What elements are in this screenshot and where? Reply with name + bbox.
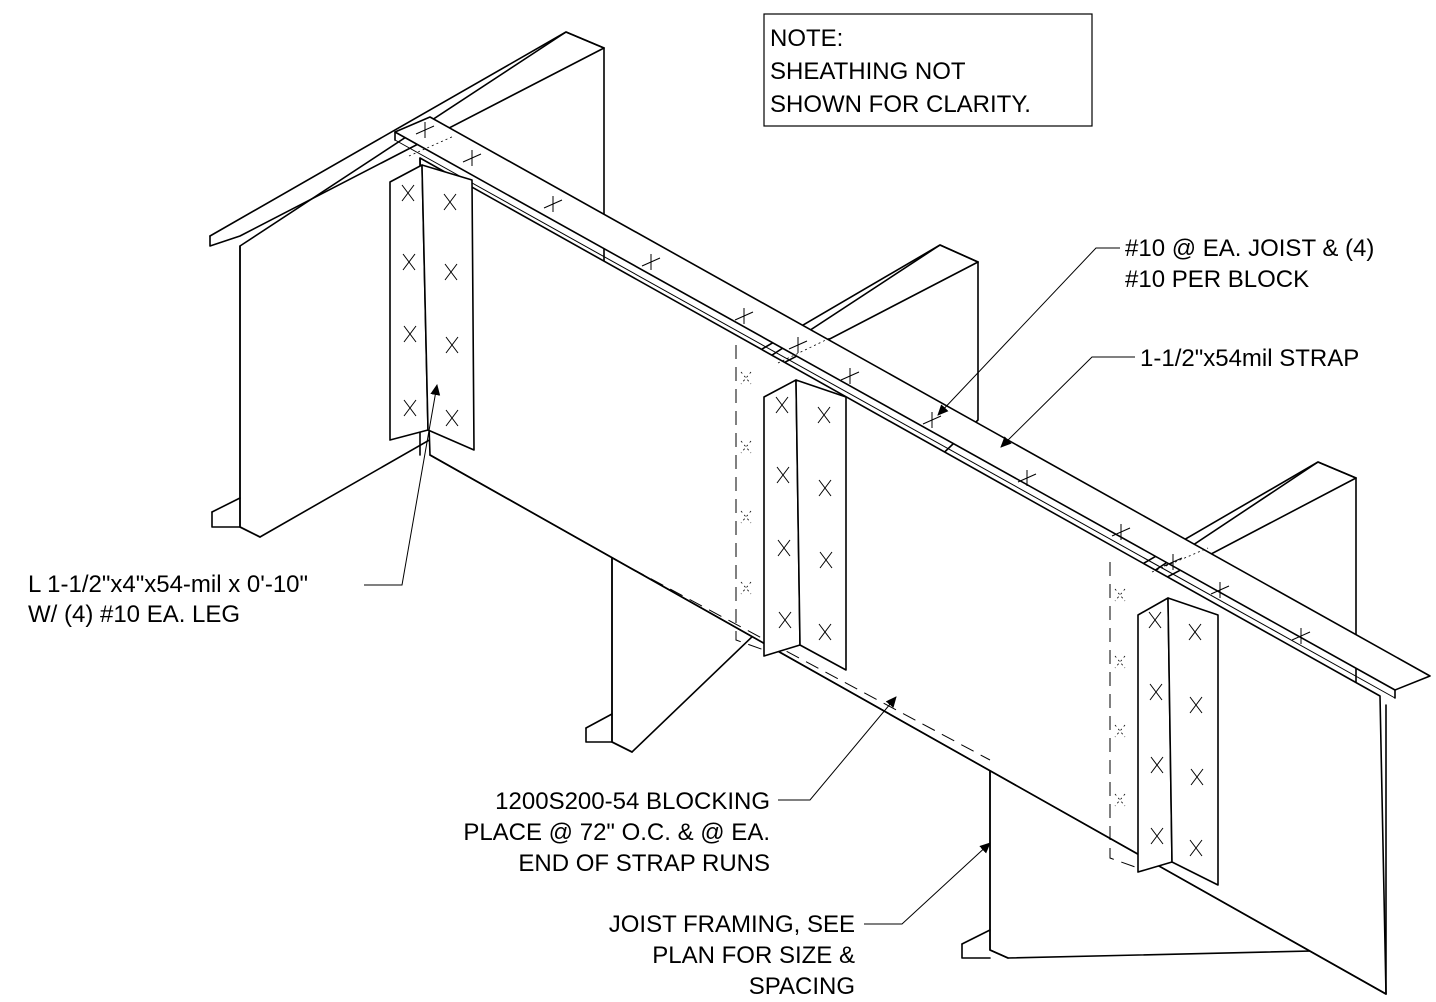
callout-joist-line-3: SPACING	[749, 973, 855, 1000]
callout-joist-line-2: PLAN FOR SIZE &	[652, 942, 855, 969]
clip-screw-mark	[1149, 683, 1163, 701]
strap-screw-mark	[788, 337, 808, 353]
clip-screw-mark	[403, 399, 417, 417]
callout-screws-line-2: #10 PER BLOCK	[1125, 266, 1309, 293]
hidden-lines	[408, 135, 1209, 573]
strap-screw-mark	[543, 196, 563, 212]
clip-screw-mark	[818, 623, 832, 641]
angle-clip-1	[389, 164, 475, 451]
callout-angle-line-2: W/ (4) #10 EA. LEG	[28, 601, 240, 628]
strap-screw-mark	[1017, 470, 1037, 486]
callout-blocking-line-3: END OF STRAP RUNS	[518, 850, 770, 877]
clip-screw-mark	[1150, 827, 1164, 845]
callout-screws: #10 @ EA. JOIST & (4) #10 PER BLOCK	[937, 235, 1374, 416]
callout-angle: L 1-1/2"x4"x54-mil x 0'-10" W/ (4) #10 E…	[28, 384, 441, 628]
strap-screw-mark	[1291, 628, 1311, 644]
clip-screw-mark	[1189, 696, 1203, 714]
clip-screw-mark	[401, 184, 415, 202]
callout-angle-line-1: L 1-1/2"x4"x54-mil x 0'-10"	[28, 571, 308, 598]
clip-screw-mark	[776, 466, 790, 484]
callout-blocking: 1200S200-54 BLOCKING PLACE @ 72" O.C. & …	[463, 696, 897, 877]
strap-screw-mark	[415, 122, 435, 138]
clip-screw-mark	[1148, 611, 1162, 629]
clip-screw-mark	[778, 611, 792, 629]
clip-screw-mark	[1190, 768, 1204, 786]
strap-screw-mark	[922, 412, 942, 428]
clip-screw-mark	[445, 409, 459, 427]
strap-screw-mark	[840, 368, 860, 384]
note-line-1: NOTE:	[770, 25, 843, 52]
screw-group	[401, 122, 1311, 857]
callout-strap: 1-1/2"x54mil STRAP	[1000, 345, 1359, 448]
clip-screw-mark	[444, 263, 458, 281]
clip-screw-mark	[777, 539, 791, 557]
strap-screw-mark	[1210, 582, 1230, 598]
clip-screw-mark	[1150, 756, 1164, 774]
clip-screw-mark	[817, 406, 831, 424]
callout-screws-line-1: #10 @ EA. JOIST & (4)	[1125, 235, 1374, 262]
clip-screw-mark	[445, 336, 459, 354]
callout-strap-line-1: 1-1/2"x54mil STRAP	[1140, 345, 1359, 372]
clip-screw-mark	[819, 551, 833, 569]
clip-screw-mark	[1188, 623, 1202, 641]
note-line-3: SHOWN FOR CLARITY.	[770, 91, 1031, 118]
note-line-2: SHEATHING NOT	[770, 58, 966, 85]
clip-screw-mark	[818, 479, 832, 497]
callout-joist: JOIST FRAMING, SEE PLAN FOR SIZE & SPACI…	[609, 842, 991, 1000]
callout-blocking-line-2: PLACE @ 72" O.C. & @ EA.	[463, 819, 770, 846]
strap-screw-mark	[734, 308, 754, 324]
clip-screw-mark	[402, 253, 416, 271]
note-box: NOTE: SHEATHING NOT SHOWN FOR CLARITY.	[763, 13, 1093, 127]
clip-screw-mark	[775, 396, 789, 414]
clip-screw-mark	[443, 193, 457, 211]
clip-screw-mark	[1189, 839, 1203, 857]
strap-screw-mark	[462, 150, 482, 166]
angle-clip-3	[1109, 562, 1219, 886]
strap-screw-mark	[1163, 554, 1183, 570]
angle-clip-2	[735, 345, 847, 671]
clip-screw-mark	[403, 325, 417, 343]
callout-blocking-line-1: 1200S200-54 BLOCKING	[495, 788, 770, 815]
strap-screw-mark	[641, 254, 661, 270]
strap-screw-mark	[1111, 524, 1131, 540]
callout-joist-line-1: JOIST FRAMING, SEE	[609, 911, 855, 938]
